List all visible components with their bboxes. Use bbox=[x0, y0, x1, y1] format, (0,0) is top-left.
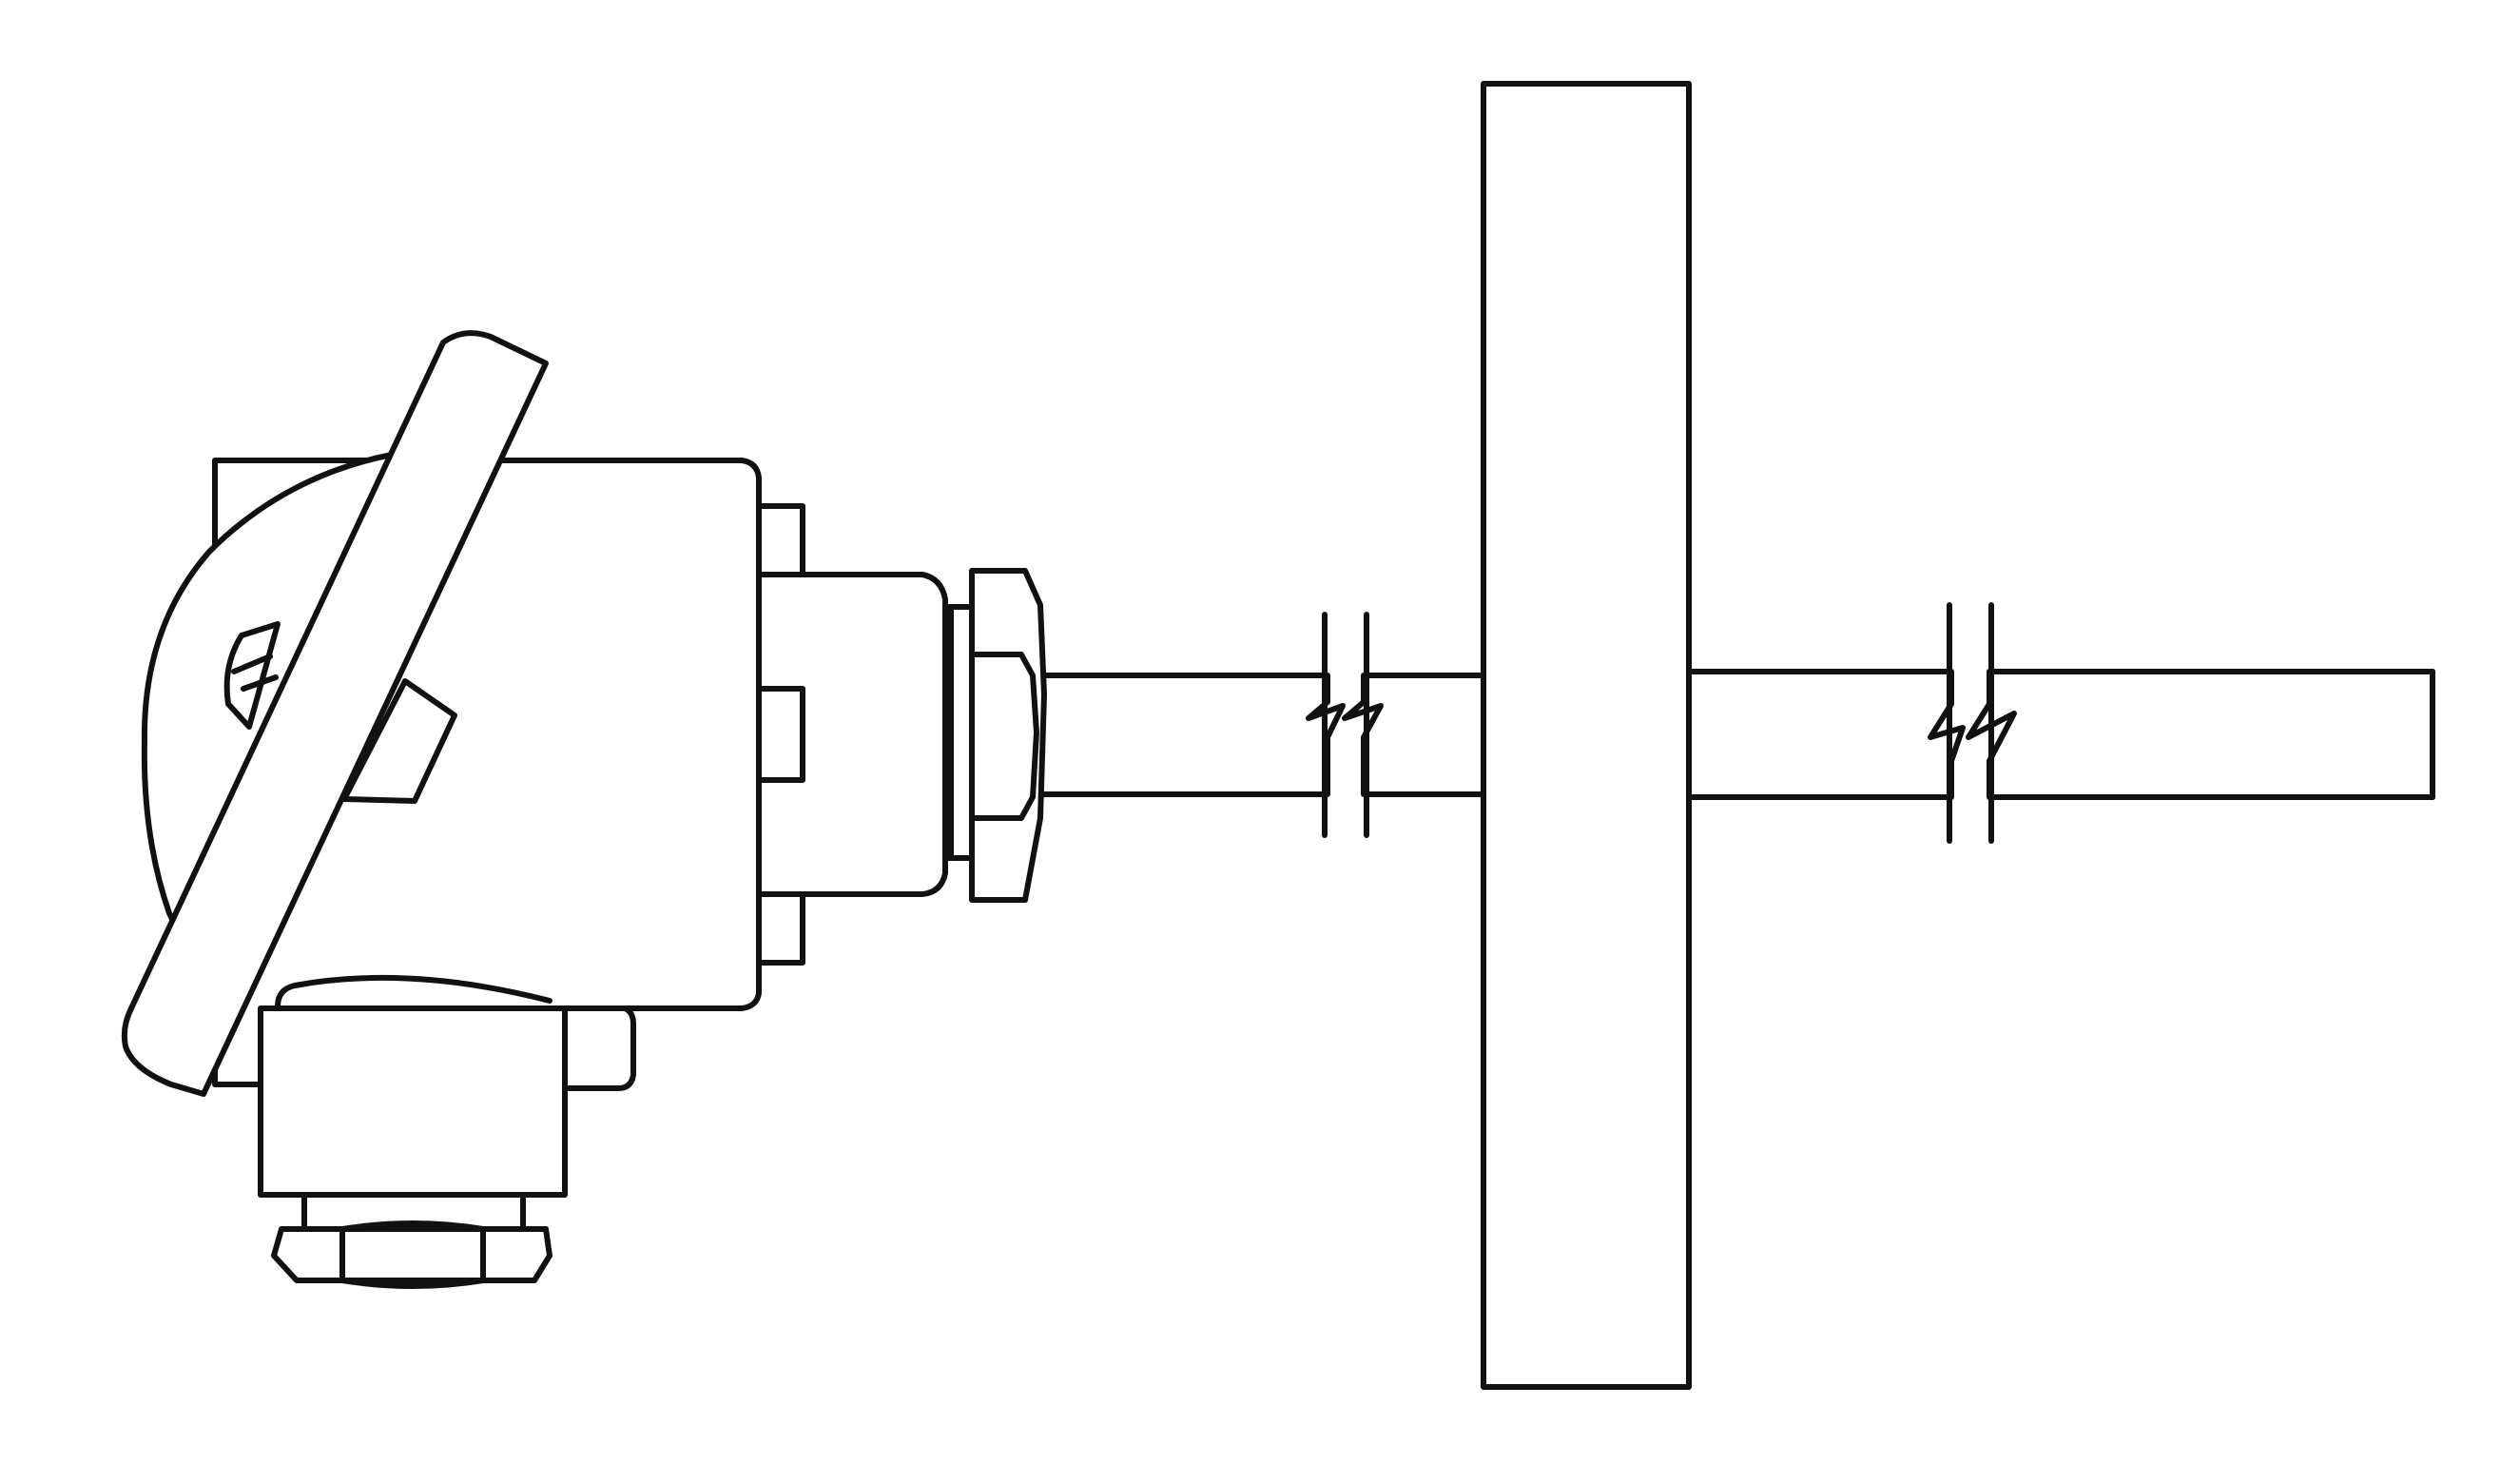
break-symbol-right bbox=[1928, 599, 2017, 844]
break-symbol-left bbox=[1306, 609, 1384, 838]
gland-body-right bbox=[756, 572, 954, 897]
hinged-cover bbox=[121, 330, 549, 1097]
head-boss-bottom bbox=[754, 891, 805, 966]
cable-gland-bottom bbox=[258, 1002, 636, 1289]
cover-screw-icon bbox=[223, 621, 281, 730]
mounting-flange bbox=[1481, 81, 1692, 1390]
probe-sheath-left bbox=[1039, 673, 1486, 797]
head-boss-middle bbox=[754, 686, 805, 783]
cover-hinge bbox=[341, 678, 457, 804]
hex-nipple bbox=[948, 568, 1047, 903]
head-boss-top bbox=[754, 503, 805, 577]
probe-sheath-right bbox=[1686, 669, 2435, 800]
